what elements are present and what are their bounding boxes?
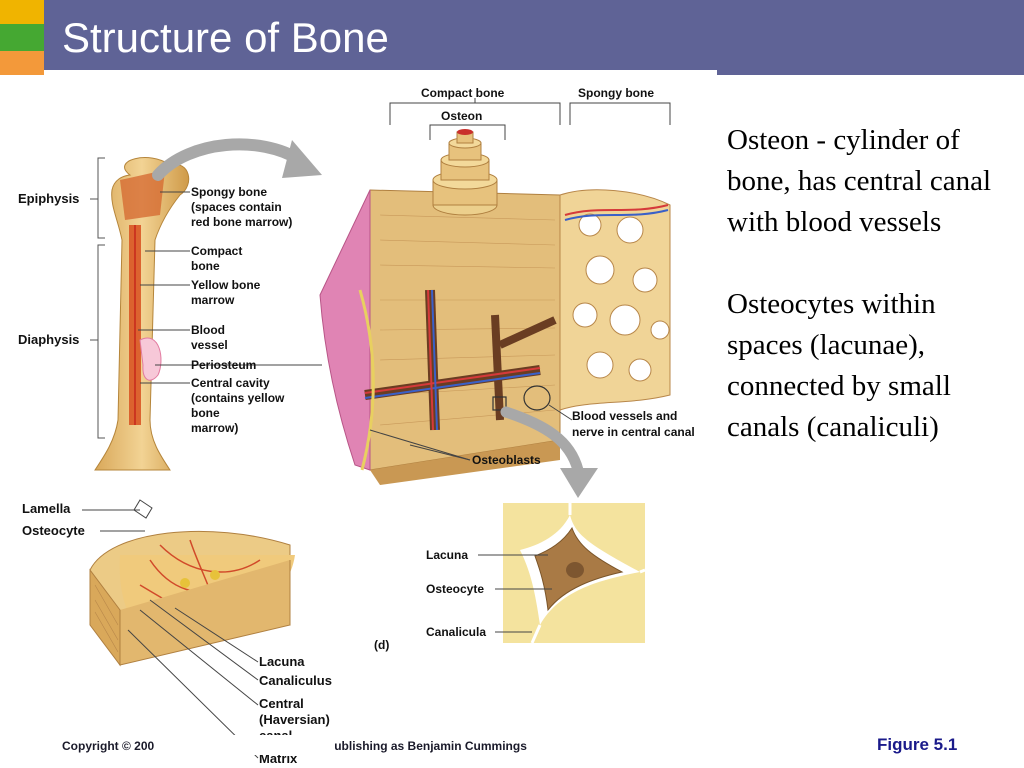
slide-title: Structure of Bone [62,14,389,61]
osteocyte-inset [503,503,646,644]
osteon-section-leaders [82,499,259,759]
label-spongy-bone-header: Spongy bone [578,86,654,100]
label-central-1: Central cavity [191,376,270,390]
label-epiphysis: Epiphysis [18,191,79,206]
accent-block-yellow [0,0,44,24]
zoom-arrow-top [152,138,306,181]
label-central-2: (contains yellow [191,391,285,405]
label-compact-2: bone [191,259,220,273]
spongy-bone-lattice [559,189,671,411]
label-central-3: bone [191,406,220,420]
title-bar [0,0,1024,75]
label-diaphysis: Diaphysis [18,332,79,347]
label-canaliculus: Canaliculus [259,673,332,688]
label-osteocyte-right: Osteocyte [426,582,484,596]
osteocyte-inset-leaders [478,554,552,633]
title-bar-notch [44,70,717,80]
label-lacuna-left: Lacuna [259,654,305,669]
body-paragraph-osteon: Osteon - cylinder of bone, has central c… [727,124,992,238]
label-blood-2: vessel [191,338,228,352]
label-panel-d: (d) [374,638,389,652]
label-central-h2: (Haversian) [259,712,330,727]
label-yellow-1: Yellow bone [191,278,261,292]
osteon-section-illustration [89,530,295,667]
accent-block-green [0,24,44,51]
zoom-arrow-lower [500,406,584,476]
compact-block-leaders [369,404,573,461]
label-lacuna-right: Lacuna [426,548,468,562]
slide-body-text: Osteon - cylinder of bone, has central c… [727,120,1007,489]
copyright-notice: Copyright © 200 ublishing as Benjamin Cum… [62,739,527,753]
label-spongy-bone-1: Spongy bone [191,185,267,199]
compact-spongy-brackets [389,98,671,140]
lacuna-zoom-box [492,396,507,411]
long-bone-illustration [94,157,190,471]
label-osteocyte-left: Osteocyte [22,523,85,538]
zoom-arrow-lower-head [560,468,598,498]
central-canal-callout [523,385,551,411]
body-paragraph-osteocytes: Osteocytes within spaces (lacunae), conn… [727,288,951,443]
copyright-occluder [176,735,336,755]
label-vessels-1: Blood vessels and [572,409,677,423]
label-yellow-2: marrow [191,293,235,307]
label-blood-1: Blood [191,323,225,337]
label-periosteum: Periosteum [191,358,256,372]
label-lamella: Lamella [22,501,71,516]
label-canalicula: Canalicula [426,625,486,639]
label-compact-bone-header: Compact bone [421,86,505,100]
copyright-head: Copyright © 200 [62,739,155,753]
label-osteoblasts: Osteoblasts [472,453,541,467]
label-spongy-bone-3: red bone marrow) [191,215,292,229]
figure-label: Figure 5.1 [877,735,958,754]
label-vessels-2: nerve in central canal [572,425,695,439]
copyright-tail: ublishing as Benjamin Cummings [334,739,527,753]
label-osteon: Osteon [441,109,482,123]
label-spongy-bone-2: (spaces contain [191,200,282,214]
long-bone-brackets [90,157,105,439]
label-central-4: marrow) [191,421,238,435]
label-compact-1: Compact [191,244,242,258]
zoom-arrow-top-head [282,140,322,178]
label-central-h1: Central [259,696,304,711]
long-bone-leaders [138,191,322,384]
accent-block-orange [0,51,44,75]
compact-bone-block [319,129,561,485]
